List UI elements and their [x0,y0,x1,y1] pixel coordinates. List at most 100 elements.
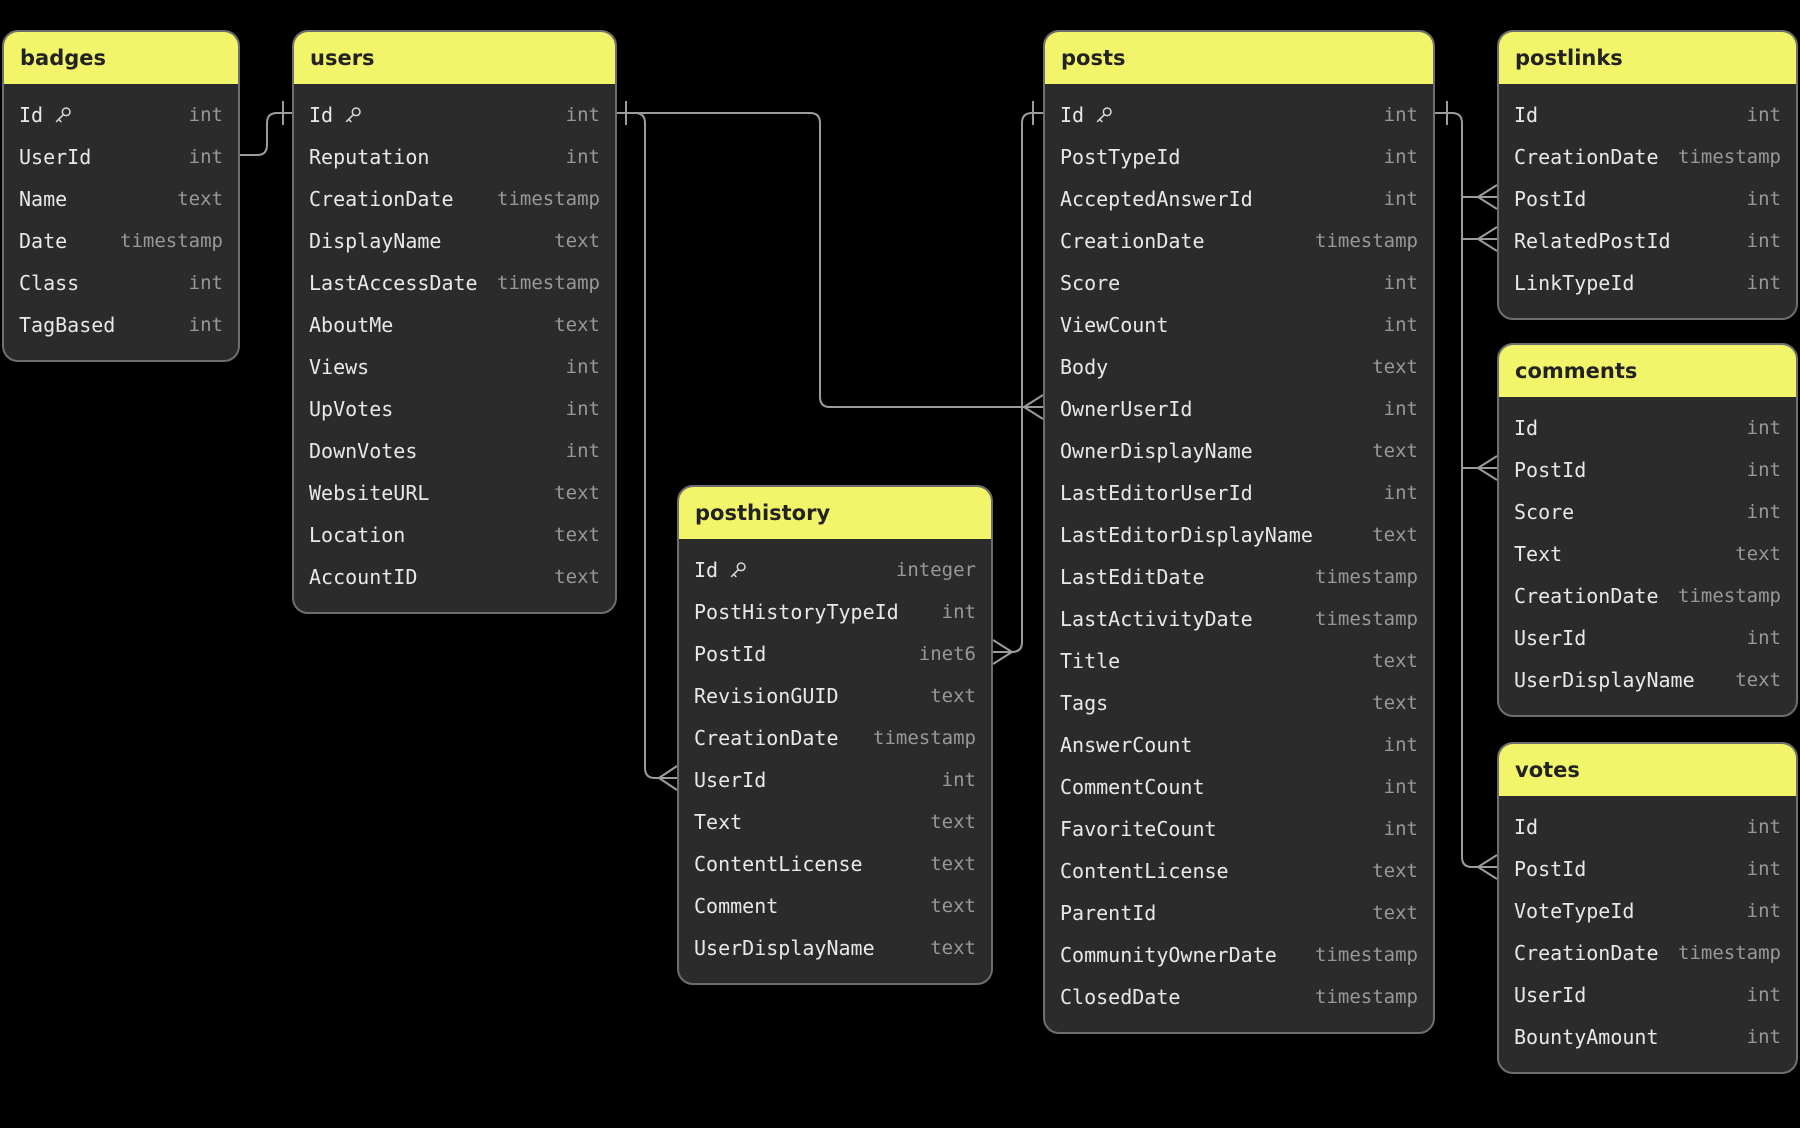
field-type: int [1746,459,1781,481]
table-header-posthistory[interactable]: posthistory [679,487,991,539]
relationship-users-id-to-posthistory-userid[interactable] [617,101,678,791]
table-header-posts[interactable]: posts [1045,32,1433,84]
table-header-postlinks[interactable]: postlinks [1499,32,1796,84]
relationship-posts-id-to-posthistory-postid[interactable] [992,101,1043,665]
field-type: int [1383,146,1418,168]
table-header-votes[interactable]: votes [1499,744,1796,796]
table-title: postlinks [1515,46,1623,70]
table-header-comments[interactable]: comments [1499,345,1796,397]
relationship-badges-userid-to-users-id[interactable] [240,101,292,156]
field-name: ContentLicense [694,852,863,876]
table-header-badges[interactable]: badges [4,32,238,84]
field-type: text [1372,440,1418,462]
relationship-posts-id-to-postlinks-comments-votes[interactable] [1435,101,1498,880]
field-name: Date [19,229,68,253]
field-type: int [941,769,976,791]
field-name: CommunityOwnerDate [1060,943,1277,967]
relationship-users-id-to-posts-owneruserid[interactable] [617,112,1044,420]
field-type: timestamp [1315,230,1418,252]
table-header-users[interactable]: users [294,32,615,84]
field-type: text [1372,692,1418,714]
field-type: int [1746,984,1781,1006]
field-type: int [1746,816,1781,838]
